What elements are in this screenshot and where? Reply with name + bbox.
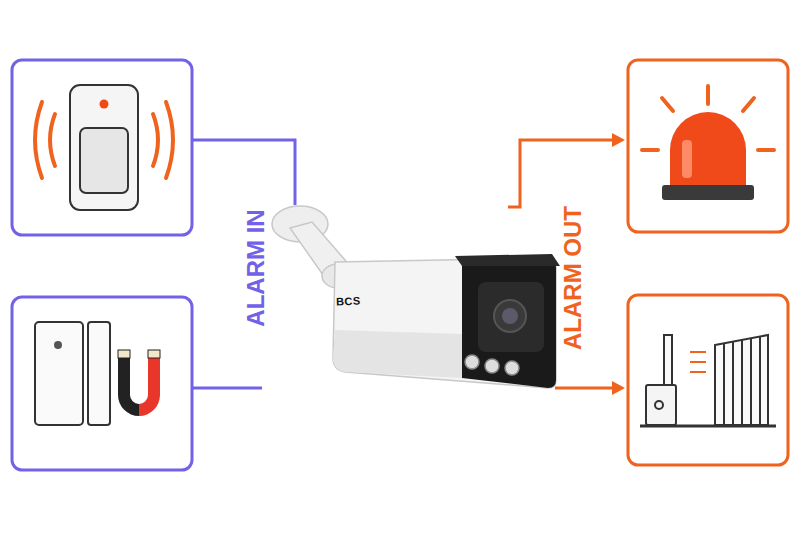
beacon-ray [662,98,673,111]
camera-body-shade [333,330,462,378]
output-box [628,60,788,232]
bullet-camera [272,206,560,388]
brand-logo: BCS [335,295,360,307]
camera-led [505,361,519,375]
motion-sensor-icon [35,85,173,210]
beacon-base [662,185,754,200]
beacon-ray [706,86,710,104]
arrow-head [612,133,625,147]
magnet-half [139,350,160,416]
motion-line [690,371,706,373]
camera-visor [455,254,560,266]
input-box [12,60,192,235]
arrow-head [612,381,625,395]
alarm-out-label: ALARM OUT [561,206,585,350]
alarm-in-wire [192,140,295,205]
alarm-out-wire [508,140,612,207]
magnet-tip [148,350,160,358]
alarm-in-wire [192,387,262,390]
alarm-in-label: ALARM IN [243,209,267,326]
input-box [12,297,192,470]
sensor-housing [70,85,138,210]
contact-magnet [88,322,110,425]
signal-wave [35,102,42,178]
gate-icon [640,335,776,426]
signal-wave [50,114,55,166]
sensor-led [100,100,109,109]
beacon-icon [642,86,774,200]
camera-body [333,258,556,388]
beacon-ray [758,148,774,152]
gate-motor [646,385,676,425]
camera-led [465,355,479,369]
ground-line [640,425,776,428]
alarm-out-wire [555,387,612,390]
gate-bars [724,337,760,425]
beacon-dome [670,112,746,185]
gate-motor-dot [655,401,663,409]
camera-front [462,258,556,388]
beacon-ray [743,98,754,111]
sensor-window [80,128,128,193]
motion-line [690,361,706,363]
camera-faceplate [478,282,544,352]
beacon-ray [642,148,658,152]
contact-led [54,341,62,349]
motion-line [690,351,706,353]
signal-wave [153,114,158,166]
camera-lens [494,300,526,332]
door-contact-icon [35,322,160,425]
magnet-half [118,350,139,416]
gate-frame [715,335,768,425]
beacon-highlight [682,140,692,178]
contact-body [35,322,83,425]
camera-led [485,359,499,373]
output-box [628,295,788,465]
camera-lens-glass [502,308,518,324]
signal-wave [166,102,173,178]
magnet-tip [118,350,130,358]
